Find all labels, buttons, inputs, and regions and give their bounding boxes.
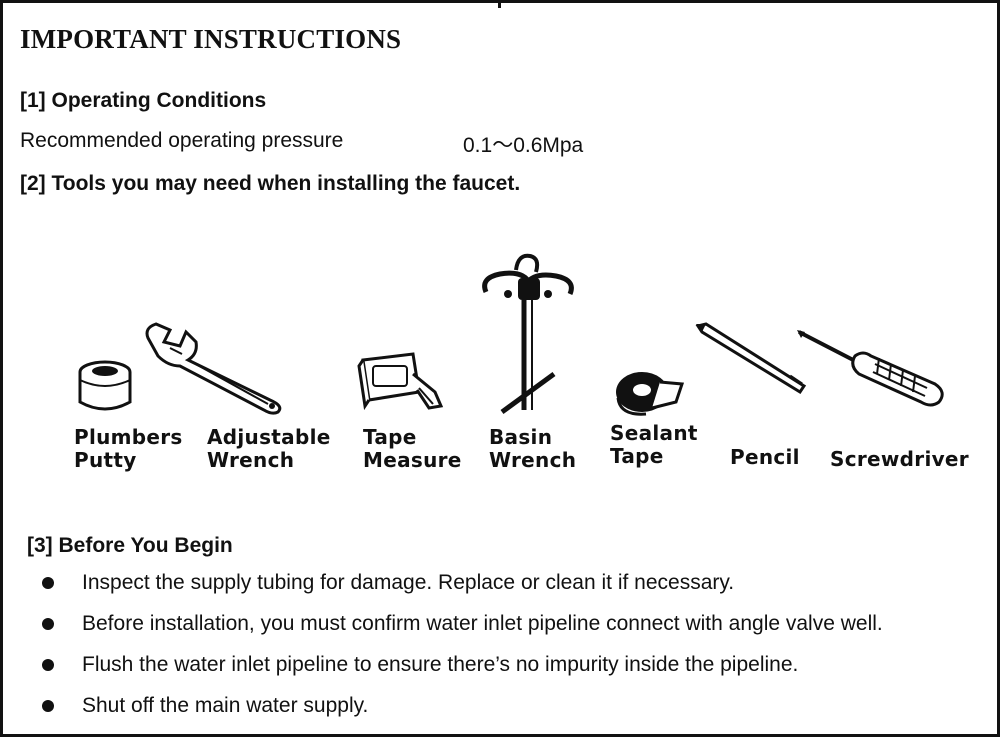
tool-label-adjustable-wrench: Adjustable Wrench: [207, 425, 331, 472]
bullet-icon: [42, 700, 54, 712]
section-heading-operating-conditions: [1] Operating Conditions: [20, 89, 267, 112]
list-item: Flush the water inlet pipeline to ensure…: [0, 651, 883, 692]
page-title: IMPORTANT INSTRUCTIONS: [20, 24, 402, 54]
tape-measure-icon: [357, 352, 444, 411]
list-item: Before installation, you must confirm wa…: [0, 610, 883, 651]
tool-label-pencil: Pencil: [730, 445, 800, 469]
putty-jar-icon: [78, 360, 132, 411]
pressure-value: 0.1～0.6Mpa: [463, 134, 584, 157]
bullet-icon: [42, 618, 54, 630]
tool-label-plumbers-putty: Plumbers Putty: [74, 425, 183, 472]
basin-wrench-icon: [482, 253, 574, 415]
adjustable-wrench-icon: [145, 322, 282, 415]
list-item-text: Shut off the main water supply.: [82, 694, 369, 717]
list-item: Inspect the supply tubing for damage. Re…: [0, 569, 883, 610]
list-item-text: Flush the water inlet pipeline to ensure…: [82, 653, 799, 676]
tool-label-basin-wrench: Basin Wrench: [489, 425, 577, 472]
before-you-begin-list: Inspect the supply tubing for damage. Re…: [0, 569, 883, 733]
list-item: Shut off the main water supply.: [0, 692, 883, 733]
tool-label-screwdriver: Screwdriver: [830, 447, 969, 471]
bullet-icon: [42, 577, 54, 589]
section-heading-before-you-begin: [3] Before You Begin: [27, 534, 233, 557]
pressure-label: Recommended operating pressure: [20, 129, 344, 152]
list-item-text: Before installation, you must confirm wa…: [82, 612, 883, 635]
section-heading-tools: [2] Tools you may need when installing t…: [20, 172, 521, 195]
tool-label-sealant-tape: Sealant Tape: [610, 421, 698, 468]
pencil-icon: [695, 322, 807, 395]
bullet-icon: [42, 659, 54, 671]
screwdriver-icon: [797, 330, 944, 407]
top-divider-tick: [498, 0, 501, 8]
tool-label-tape-measure: Tape Measure: [363, 425, 462, 472]
list-item-text: Inspect the supply tubing for damage. Re…: [82, 571, 735, 594]
sealant-tape-icon: [616, 372, 684, 416]
tools-illustration-row: Plumbers Putty Adjustable Wrench Tape Me…: [0, 230, 1000, 490]
